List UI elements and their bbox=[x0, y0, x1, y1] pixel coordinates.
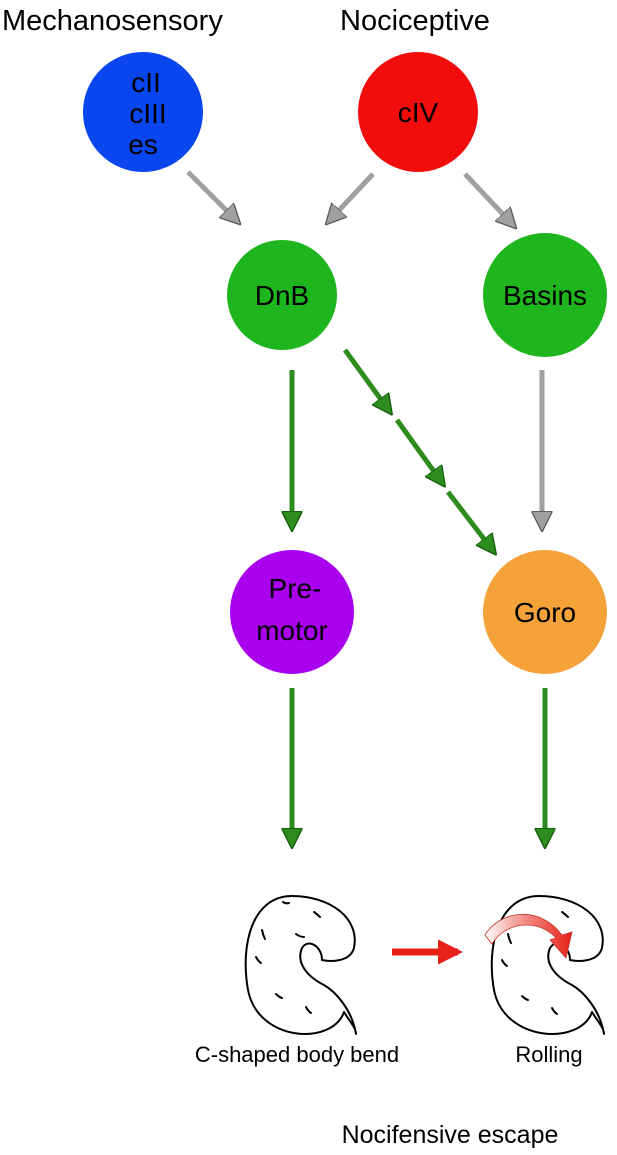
mechanosensory-node bbox=[83, 52, 203, 172]
mechanosensory-header: Mechanosensory bbox=[2, 5, 223, 37]
nociceptive-header: Nociceptive bbox=[340, 5, 490, 37]
basins-label: Basins bbox=[503, 280, 587, 311]
premotor-node bbox=[230, 550, 354, 674]
arrow-dnb-to-goro-seg3 bbox=[446, 490, 494, 552]
basins-node bbox=[483, 233, 607, 357]
arrow-dnb-to-goro-seg2 bbox=[394, 418, 443, 484]
civ-label: cIV bbox=[398, 97, 439, 128]
arrow-civ-to-dnb bbox=[328, 172, 375, 222]
arrow-mech-to-dnb bbox=[186, 170, 238, 222]
goro-label: Goro bbox=[514, 597, 576, 628]
civ-node bbox=[358, 52, 478, 172]
dnb-node bbox=[227, 240, 337, 350]
caption-rolling: Rolling bbox=[515, 1042, 582, 1067]
cii-label: cII bbox=[131, 67, 161, 98]
motor-label: motor bbox=[256, 615, 328, 646]
goro-node bbox=[483, 550, 607, 674]
caption-c-shaped-body-bend: C-shaped body bend bbox=[195, 1042, 399, 1067]
c-shaped-larva-illustration bbox=[244, 895, 357, 1035]
ciii-label: cIII bbox=[129, 98, 166, 129]
es-label: es bbox=[128, 129, 158, 160]
rolling-larva-illustration bbox=[490, 895, 605, 1035]
rolling-motion-arrow bbox=[484, 913, 573, 959]
arrow-civ-to-basins bbox=[463, 172, 514, 226]
caption-nocifensive-escape: Nocifensive escape bbox=[342, 1121, 559, 1149]
pre-label: Pre- bbox=[269, 573, 322, 604]
arrow-dnb-to-goro-seg1 bbox=[342, 348, 390, 412]
dnb-label: DnB bbox=[255, 280, 309, 311]
